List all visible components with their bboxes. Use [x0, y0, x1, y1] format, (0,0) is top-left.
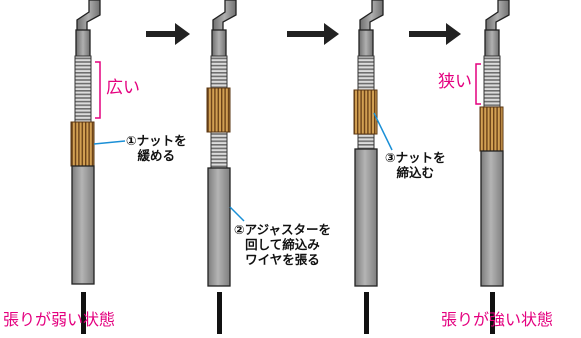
cable-1: [70, 0, 101, 334]
cable-4-adjuster-tube: [480, 150, 504, 287]
step-3-note: ③ナットを 締込む: [385, 150, 446, 180]
cable-3-lock-nut: [353, 89, 378, 135]
cable-3-adjuster-tube: [354, 148, 378, 287]
step-3-line-2: 締込む: [396, 165, 435, 180]
cable-4-inner-end: [484, 29, 500, 59]
narrow-gap-label: 狭い: [438, 72, 472, 92]
cable-1-inner-end: [75, 29, 91, 59]
cable-3-wire: [364, 292, 369, 334]
cable-4-threaded-rod: [483, 55, 501, 109]
step-3-line-1: ③ナットを: [385, 150, 446, 165]
cable-2-adjuster-tube: [207, 167, 231, 287]
cable-1-adjuster-tube: [71, 165, 95, 285]
step-arrow-1: [146, 23, 190, 45]
cable-4: [479, 0, 510, 334]
step-1-note: ①ナットを 緩める: [126, 133, 187, 163]
step-1-line-2: 緩める: [137, 148, 176, 163]
step-2-line-2: 回して締込み: [245, 237, 320, 252]
step-2-line-3: ワイヤを張る: [245, 252, 320, 267]
narrow-gap-bracket: [475, 63, 481, 105]
wide-gap-bracket: [95, 61, 101, 119]
leader-line-2: [229, 206, 245, 222]
step-1-line-1: ①ナットを: [126, 133, 187, 148]
cable-2: [206, 0, 237, 334]
cable-1-lock-nut: [70, 121, 95, 167]
cable-4-lock-nut: [479, 106, 504, 152]
leader-line-3: [373, 112, 393, 151]
cable-2-wire: [217, 292, 222, 334]
cable-3-inner-end: [358, 29, 374, 59]
state-strong-label: 張りが強い状態: [441, 310, 554, 329]
cable-1-wire: [81, 292, 86, 334]
cable-3: [353, 0, 384, 334]
cable-2-inner-end: [211, 29, 227, 59]
step-2-note: ②アジャスターを 回して締込み ワイヤを張る: [234, 222, 331, 267]
step-2-line-1: ②アジャスターを: [234, 222, 331, 237]
cable-4-wire: [490, 292, 495, 334]
leader-line-1: [93, 140, 126, 145]
cable-2-lock-nut: [206, 87, 231, 133]
wide-gap-label: 広い: [106, 78, 140, 98]
step-arrow-2: [287, 23, 339, 45]
cable-1-threaded-rod: [74, 55, 92, 124]
state-weak-label: 張りが弱い状態: [3, 310, 116, 329]
step-arrow-3: [409, 23, 461, 45]
